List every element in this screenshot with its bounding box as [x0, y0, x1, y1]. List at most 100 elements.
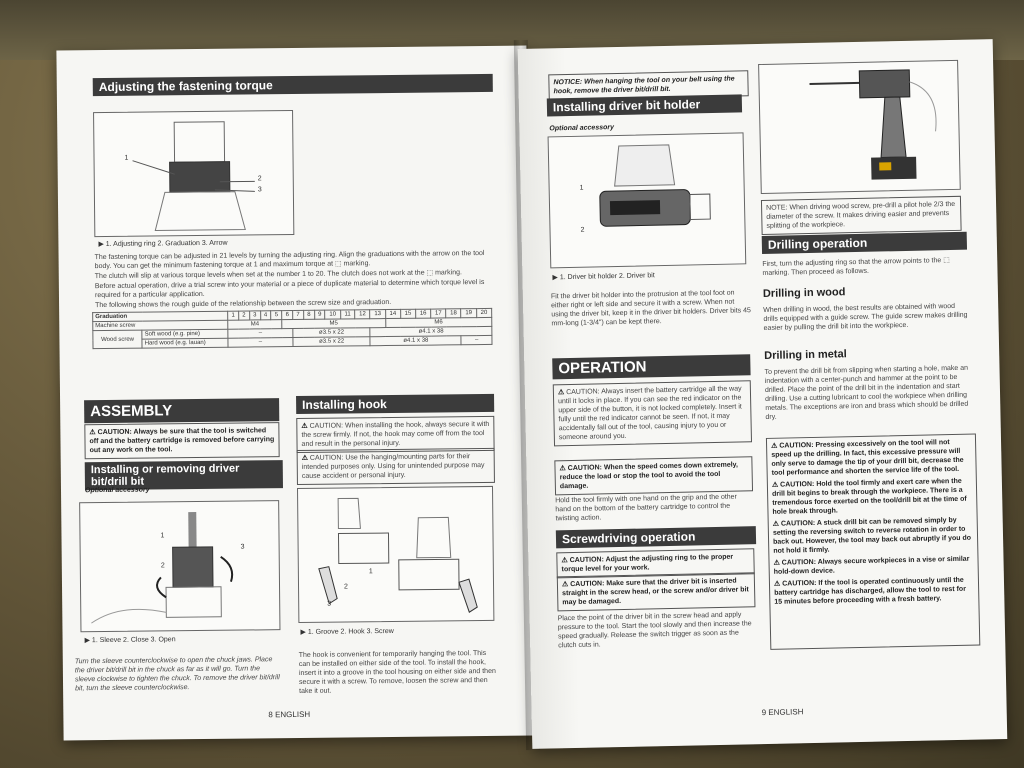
warning-icon: ⚠: [559, 465, 566, 473]
hook-illustration: [318, 497, 478, 613]
table-cell: 7: [292, 310, 304, 320]
table-cell: Wood screw: [92, 330, 143, 349]
drilling-wood-text: When drilling in wood, the best results …: [763, 302, 968, 332]
operation-caution-2: ⚠ CAUTION: When the speed comes down ext…: [554, 456, 754, 496]
hook-instructions: The hook is convenient for temporarily h…: [298, 650, 496, 695]
caution-text: CAUTION: When the speed comes down extre…: [559, 461, 739, 491]
caution-text: CAUTION: Hold the tool firmly and exert …: [772, 477, 967, 516]
torque-figure: 1 2 3: [93, 110, 295, 238]
drilling-heading: Drilling operation: [761, 231, 968, 254]
screwdriving-instructions: Place the point of the driver bit in the…: [557, 611, 752, 650]
page-number-right: 9 ENGLISH: [761, 707, 804, 718]
fig-label: 1: [124, 154, 129, 162]
bit-holder-instructions: Fit the driver bit holder into the protr…: [550, 289, 751, 328]
page-number-left: 8 ENGLISH: [268, 709, 311, 720]
caution-item: ⚠ CAUTION: Pressing excessively on the t…: [771, 438, 972, 478]
manual-page-left: Adjusting the fastening torque 1 2 3 ▶ 1…: [56, 45, 534, 741]
operation-instructions: Hold the tool firmly with one hand on th…: [555, 493, 737, 523]
warning-icon: ⚠: [771, 481, 779, 489]
caution-item: ⚠ CAUTION: Hold the tool firmly and exer…: [772, 477, 973, 517]
warning-icon: ⚠: [772, 520, 780, 528]
assembly-caution: ⚠ CAUTION: Always be sure that the tool …: [84, 422, 280, 460]
caution-text: CAUTION: Pressing excessively on the too…: [771, 439, 964, 477]
chuck-figure: 1 2 3: [79, 500, 281, 633]
warning-icon: ⚠: [557, 389, 565, 397]
optional-accessory-label: Optional accessory: [549, 124, 615, 133]
fig-label: 1: [160, 532, 165, 540]
caution-text: CAUTION: Make sure that the driver bit i…: [562, 577, 749, 607]
bit-holder-figure: 1 2: [547, 132, 747, 269]
warning-icon: ⚠: [773, 559, 780, 567]
drill-figure: [758, 59, 961, 194]
table-cell: 16: [415, 309, 431, 319]
caution-text: CAUTION: A stuck drill bit can be remove…: [772, 516, 972, 555]
table-cell: Hard wood (e.g. lauan): [142, 338, 229, 349]
caution-item: ⚠ CAUTION: If the tool is operated conti…: [774, 576, 975, 607]
operation-heading: OPERATION: [552, 354, 751, 380]
drilling-intro: First, turn the adjusting ring so that t…: [762, 257, 950, 277]
battery-holder-illustration: [599, 144, 711, 227]
fig-label: 2: [580, 226, 585, 234]
caution-text: CAUTION: When installing the hook, alway…: [301, 420, 490, 448]
table-cell: 20: [476, 308, 492, 318]
fig-label: 1: [368, 568, 373, 576]
torque-guide-table: Graduation 1 2 3 4 5 6 7 8 9 10 11 12 13…: [92, 308, 493, 349]
table-cell: 1: [227, 311, 239, 321]
caution-item: ⚠ CAUTION: Always secure workpieces in a…: [773, 555, 973, 577]
drilling-metal-text: To prevent the drill bit from slipping w…: [764, 364, 969, 421]
table-cell: 6: [281, 310, 293, 320]
caution-text: CAUTION: Always secure workpieces in a v…: [773, 555, 970, 576]
fig-label: 3: [327, 600, 332, 608]
table-cell: 8: [303, 310, 315, 320]
drill-in-hand-illustration: [809, 69, 937, 180]
warning-icon: ⚠: [773, 580, 781, 588]
caution-text: CAUTION: Use the hanging/mounting parts …: [301, 453, 485, 480]
fig-label: 2: [160, 562, 165, 570]
caution-text: CAUTION: If the tool is operated continu…: [774, 576, 966, 606]
table-cell: ø4.1 x 38: [370, 335, 462, 346]
caution-text: CAUTION: Always be sure that the tool is…: [89, 427, 275, 455]
table-cell: 17: [430, 308, 446, 319]
drilling-note: NOTE: When driving wood screw, pre-drill…: [760, 195, 962, 235]
warning-icon: ⚠: [561, 557, 568, 565]
warning-icon: ⚠: [771, 442, 778, 450]
table-cell: ø3.5 x 22: [292, 336, 371, 347]
fig-label: 1: [579, 184, 584, 192]
caution-item: ⚠ CAUTION: A stuck drill bit can be remo…: [773, 516, 974, 556]
warning-icon: ⚠: [301, 422, 308, 430]
bit-holder-heading: Installing driver bit holder: [546, 94, 743, 117]
table-cell: 9: [314, 310, 326, 320]
screwdriving-caution-2: ⚠ CAUTION: Make sure that the driver bit…: [556, 572, 756, 612]
assembly-heading: ASSEMBLY: [84, 398, 280, 424]
chuck-illustration: [91, 512, 234, 624]
table-cell: 11: [340, 309, 355, 320]
fig-label: 2: [257, 175, 262, 183]
caution-text: CAUTION: Always insert the battery cartr…: [558, 385, 742, 442]
optional-accessory-label: Optional accessory: [84, 486, 150, 495]
drill-chuck-illustration: [132, 121, 255, 231]
torque-heading: Adjusting the fastening torque: [92, 73, 493, 97]
table-cell: 12: [354, 309, 371, 319]
table-cell: –: [461, 335, 493, 345]
warning-icon: ⚠: [561, 581, 569, 589]
chuck-caption: ▶ 1. Sleeve 2. Close 3. Open: [84, 636, 176, 645]
drilling-wood-title: Drilling in wood: [762, 286, 846, 300]
warning-icon: ⚠: [89, 429, 96, 437]
table-cell: 3: [249, 310, 261, 320]
hook-caption: ▶ 1. Groove 2. Hook 3. Screw: [300, 627, 394, 636]
hook-caution-2: ⚠ CAUTION: Use the hanging/mounting part…: [296, 447, 495, 485]
drilling-cautions-box: ⚠ CAUTION: Pressing excessively on the t…: [765, 433, 981, 650]
table-cell: 2: [238, 310, 250, 321]
fig-label: 3: [240, 543, 245, 551]
table-cell: 14: [385, 309, 401, 319]
table-cell: 18: [445, 308, 462, 318]
bit-holder-caption: ▶ 1. Driver bit holder 2. Driver bit: [552, 272, 655, 282]
fig-label: 2: [343, 583, 348, 591]
fig-label: 3: [257, 186, 262, 194]
table-cell: 19: [461, 308, 477, 318]
table-cell: –: [227, 337, 293, 348]
torque-caption: ▶ 1. Adjusting ring 2. Graduation 3. Arr…: [98, 239, 228, 249]
table-cell: 13: [370, 309, 386, 319]
warning-icon: ⚠: [301, 454, 309, 462]
drilling-metal-title: Drilling in metal: [764, 348, 847, 362]
